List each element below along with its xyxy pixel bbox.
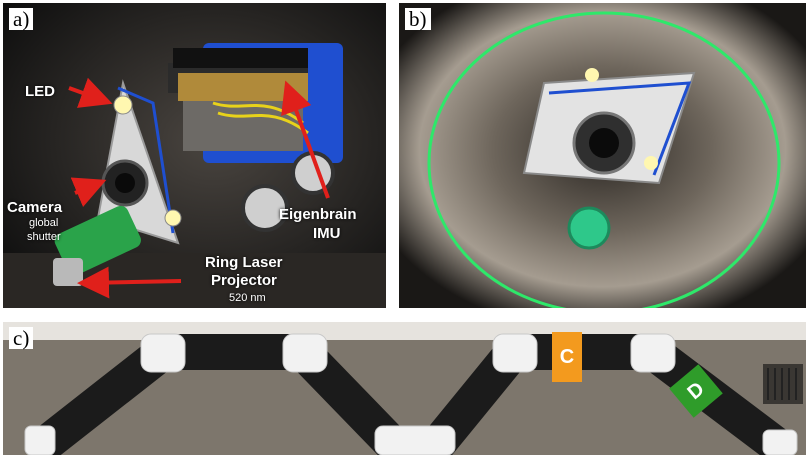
callout-imu-line2: IMU bbox=[313, 225, 341, 242]
panel-b-pipe-view: b) bbox=[399, 3, 806, 308]
panel-label-a: a) bbox=[9, 8, 34, 30]
panel-label-c: c) bbox=[9, 327, 34, 349]
panel-label-b: b) bbox=[405, 8, 431, 30]
tag-c: C bbox=[552, 332, 582, 382]
panel-a-robot-photo: a) LED Camera global shutter Eigenbrain … bbox=[3, 3, 386, 308]
callout-camera-sub2: shutter bbox=[27, 231, 61, 243]
callout-imu-line1: Eigenbrain bbox=[279, 206, 357, 223]
callout-laser-sub: 520 nm bbox=[229, 292, 266, 304]
callout-laser-line1: Ring Laser bbox=[205, 254, 283, 271]
callout-laser-line2: Projector bbox=[211, 272, 277, 289]
callout-led: LED bbox=[25, 83, 55, 100]
callout-camera-sub1: global bbox=[29, 217, 59, 229]
panel-c-pipe-network: c) C D bbox=[3, 322, 806, 455]
robot-photo bbox=[3, 3, 386, 308]
callout-camera: Camera bbox=[7, 199, 63, 216]
pipe-view-photo bbox=[399, 3, 806, 308]
